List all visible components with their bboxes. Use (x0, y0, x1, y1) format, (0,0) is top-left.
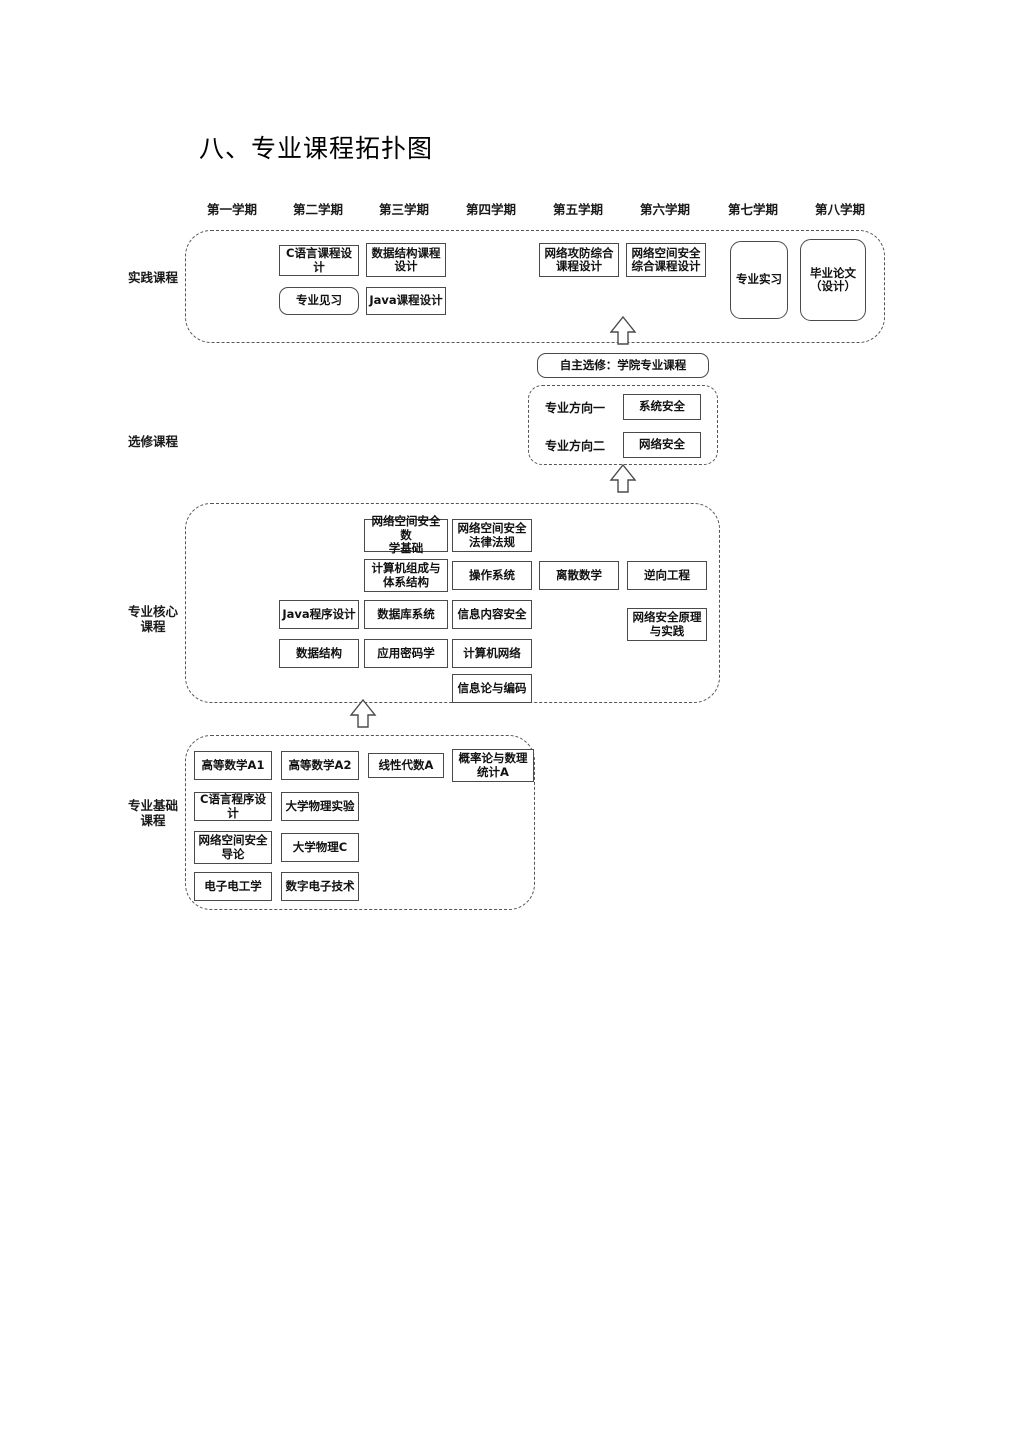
course-box-computer-organization-architecture[interactable]: 计算机组成与 体系结构 (364, 559, 448, 592)
semester-header-6: 第六学期 (639, 202, 690, 217)
course-box-c-language-course-design[interactable]: C语言课程设计 (279, 245, 359, 276)
course-box-data-structure-course-design[interactable]: 数据结构课程 设计 (366, 243, 446, 277)
course-box-information-content-security[interactable]: 信息内容安全 (452, 600, 532, 629)
group-box-practice (185, 230, 885, 343)
course-box-professional-observation[interactable]: 专业见习 (279, 287, 359, 315)
course-box-reverse-engineering[interactable]: 逆向工程 (627, 561, 707, 590)
category-label-core: 专业核心 课程 (127, 604, 178, 634)
semester-header-2: 第二学期 (292, 202, 343, 217)
course-box-database-system[interactable]: 数据库系统 (364, 600, 448, 629)
connector-arrow-core-to-elective (608, 463, 638, 493)
course-box-data-structure[interactable]: 数据结构 (279, 639, 359, 668)
course-box-linear-algebra-a[interactable]: 线性代数A (368, 753, 444, 778)
semester-header-5: 第五学期 (552, 202, 603, 217)
course-box-university-physics-lab[interactable]: 大学物理实验 (281, 792, 359, 821)
course-box-network-security[interactable]: 网络安全 (623, 432, 701, 458)
category-label-practice: 实践课程 (127, 270, 178, 285)
group-box-foundation (185, 735, 535, 910)
category-label-elective: 选修课程 (127, 434, 178, 449)
course-box-cyberspace-security-math-foundation[interactable]: 网络空间安全数 学基础 (364, 515, 448, 555)
course-box-discrete-mathematics[interactable]: 离散数学 (539, 561, 619, 590)
course-box-free-elective[interactable]: 自主选修：学院专业课程 (537, 353, 709, 378)
course-box-applied-cryptography[interactable]: 应用密码学 (364, 639, 448, 668)
semester-header-1: 第一学期 (206, 202, 257, 217)
category-label-foundation: 专业基础 课程 (127, 798, 178, 828)
semester-header-4: 第四学期 (465, 202, 516, 217)
course-box-advanced-math-a1[interactable]: 高等数学A1 (194, 751, 272, 780)
course-box-network-attack-defense-integrated-course-design[interactable]: 网络攻防综合 课程设计 (539, 243, 619, 277)
course-box-cyberspace-security-introduction[interactable]: 网络空间安全 导论 (194, 831, 272, 864)
course-box-operating-system[interactable]: 操作系统 (452, 561, 532, 590)
course-box-c-language-programming[interactable]: C语言程序设计 (194, 792, 272, 821)
course-box-network-security-principles-practice[interactable]: 网络安全原理 与实践 (627, 608, 707, 641)
elective-direction-label-2: 专业方向二 (544, 438, 605, 453)
connector-arrow-foundation-to-core (348, 698, 378, 728)
course-box-probability-statistics-a[interactable]: 概率论与数理 统计A (452, 749, 534, 782)
course-box-graduation-thesis[interactable]: 毕业论文 （设计） (800, 239, 866, 321)
course-box-cyberspace-security-integrated-course-design[interactable]: 网络空间安全 综合课程设计 (626, 243, 706, 277)
page-title: 八、专业课程拓扑图 (199, 134, 434, 163)
course-box-advanced-math-a2[interactable]: 高等数学A2 (281, 751, 359, 780)
connector-arrow-elective-to-practice (608, 315, 638, 345)
course-box-java-course-design[interactable]: Java课程设计 (366, 287, 446, 315)
semester-header-8: 第八学期 (814, 202, 865, 217)
course-box-system-security[interactable]: 系统安全 (623, 394, 701, 420)
elective-direction-label-1: 专业方向一 (544, 400, 605, 415)
course-box-computer-networks[interactable]: 计算机网络 (452, 639, 532, 668)
course-box-professional-internship[interactable]: 专业实习 (730, 241, 788, 319)
semester-header-3: 第三学期 (378, 202, 429, 217)
course-box-information-theory-coding[interactable]: 信息论与编码 (452, 674, 532, 703)
course-box-cyberspace-security-laws[interactable]: 网络空间安全 法律法规 (452, 519, 532, 552)
course-box-java-programming[interactable]: Java程序设计 (279, 600, 359, 629)
semester-header-7: 第七学期 (727, 202, 778, 217)
course-box-university-physics-c[interactable]: 大学物理C (281, 833, 359, 862)
course-box-digital-electronics[interactable]: 数字电子技术 (281, 872, 359, 901)
course-box-electronics-electrical-engineering[interactable]: 电子电工学 (194, 872, 272, 901)
